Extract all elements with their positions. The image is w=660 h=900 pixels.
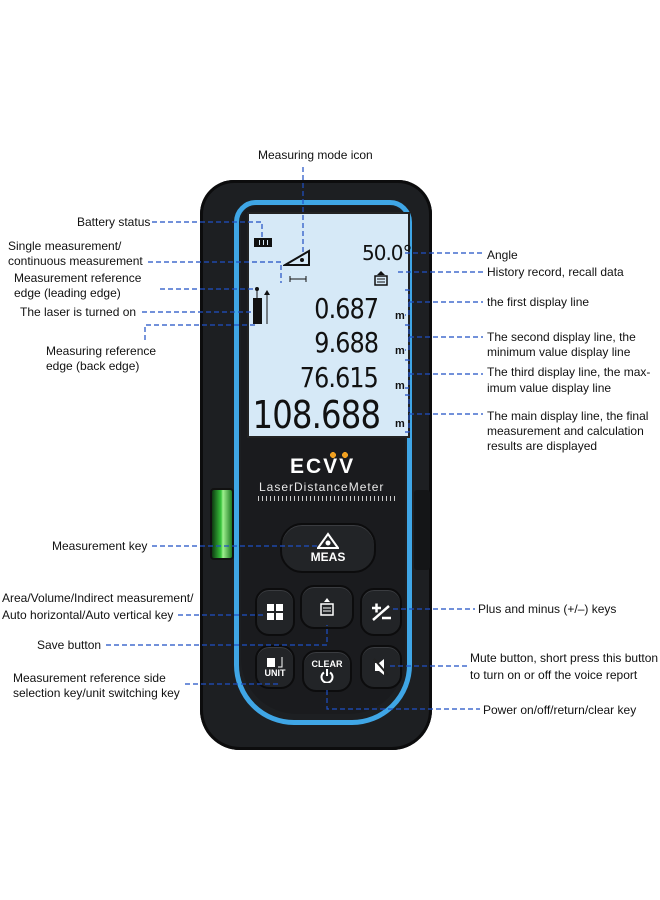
meas-label: MEAS [310, 550, 346, 564]
label-power: Power on/off/return/clear key [483, 703, 637, 717]
label-first: the first display line [487, 295, 590, 309]
label-single-2: continuous measurement [8, 254, 143, 268]
label-single-1: Single measurement/ [8, 239, 122, 253]
label-save: Save button [37, 638, 102, 652]
laser-reference-icon [253, 287, 270, 324]
clear-power-button[interactable]: CLEAR [302, 650, 352, 692]
save-button[interactable] [300, 585, 354, 629]
label-mode-icon: Measuring mode icon [258, 148, 373, 162]
display-line-3: 76.615 [299, 361, 379, 394]
label-back-2: edge (back edge) [46, 359, 140, 373]
laser-triangle-icon [317, 532, 339, 549]
meas-button[interactable]: MEAS [280, 523, 376, 573]
label-lead-1: Measurement reference [14, 271, 142, 285]
label-laser-on: The laser is turned on [20, 305, 137, 319]
unit-line-2: m [395, 345, 405, 357]
plus-minus-button[interactable] [360, 588, 402, 636]
measuring-mode-icon [283, 249, 310, 282]
battery-icon [254, 238, 272, 247]
history-record-icon [374, 271, 388, 286]
display-main-line: 108.688 [252, 393, 380, 437]
unit-label: UNIT [264, 668, 286, 678]
label-third-2: imum value display line [487, 381, 612, 395]
label-back-1: Measuring reference [46, 344, 157, 358]
label-main-1: The main display line, the final [487, 409, 649, 423]
power-icon [320, 669, 334, 683]
save-record-icon [320, 598, 334, 616]
function-key[interactable] [255, 588, 295, 636]
label-second-1: The second display line, the [487, 330, 636, 344]
label-plus-minus: Plus and minus (+/–) keys [478, 602, 617, 616]
label-meas-key: Measurement key [52, 539, 148, 553]
side-grip [414, 490, 430, 570]
lcd-screen [247, 212, 410, 438]
brand-logo: ECVV [290, 455, 356, 478]
label-third-1: The third display line, the max- [487, 365, 651, 379]
label-ref-2: selection key/unit switching key [13, 686, 180, 700]
reference-side-icon [267, 657, 283, 668]
label-second-2: minimum value display line [487, 345, 631, 359]
label-history: History record, recall data [487, 265, 624, 279]
angle-readout: 50.0° [362, 241, 413, 265]
bubble-level [210, 488, 234, 560]
label-mute-2: to turn on or off the voice report [470, 668, 638, 682]
speaker-mute-icon [373, 658, 389, 676]
display-line-2: 9.688 [314, 326, 379, 359]
unit-line-1: m [395, 310, 405, 322]
unit-button[interactable]: UNIT [255, 645, 295, 689]
label-ref-1: Measurement reference side [13, 671, 166, 685]
unit-line-3: m [395, 380, 405, 392]
label-main-3: results are displayed [487, 439, 598, 453]
label-lead-2: edge (leading edge) [14, 286, 121, 300]
label-mute-1: Mute button, short press this button [470, 651, 659, 665]
blue-trim [234, 200, 412, 725]
label-main-2: measurement and calculation [487, 424, 644, 438]
label-area-1: Area/Volume/Indirect measurement/ [2, 591, 194, 605]
model-text: LaserDistanceMeter [259, 480, 385, 494]
logo-dots [330, 452, 352, 458]
label-area-2: Auto horizontal/Auto vertical key [2, 608, 174, 622]
plus-minus-icon [372, 603, 391, 621]
label-battery: Battery status [77, 215, 151, 229]
label-angle: Angle [487, 248, 518, 262]
display-line-1: 0.687 [314, 292, 379, 325]
ruler-ticks [258, 496, 396, 501]
unit-main: m [395, 418, 405, 430]
clear-label: CLEAR [311, 659, 343, 669]
mute-button[interactable] [360, 645, 402, 689]
grid-icon [267, 604, 283, 620]
